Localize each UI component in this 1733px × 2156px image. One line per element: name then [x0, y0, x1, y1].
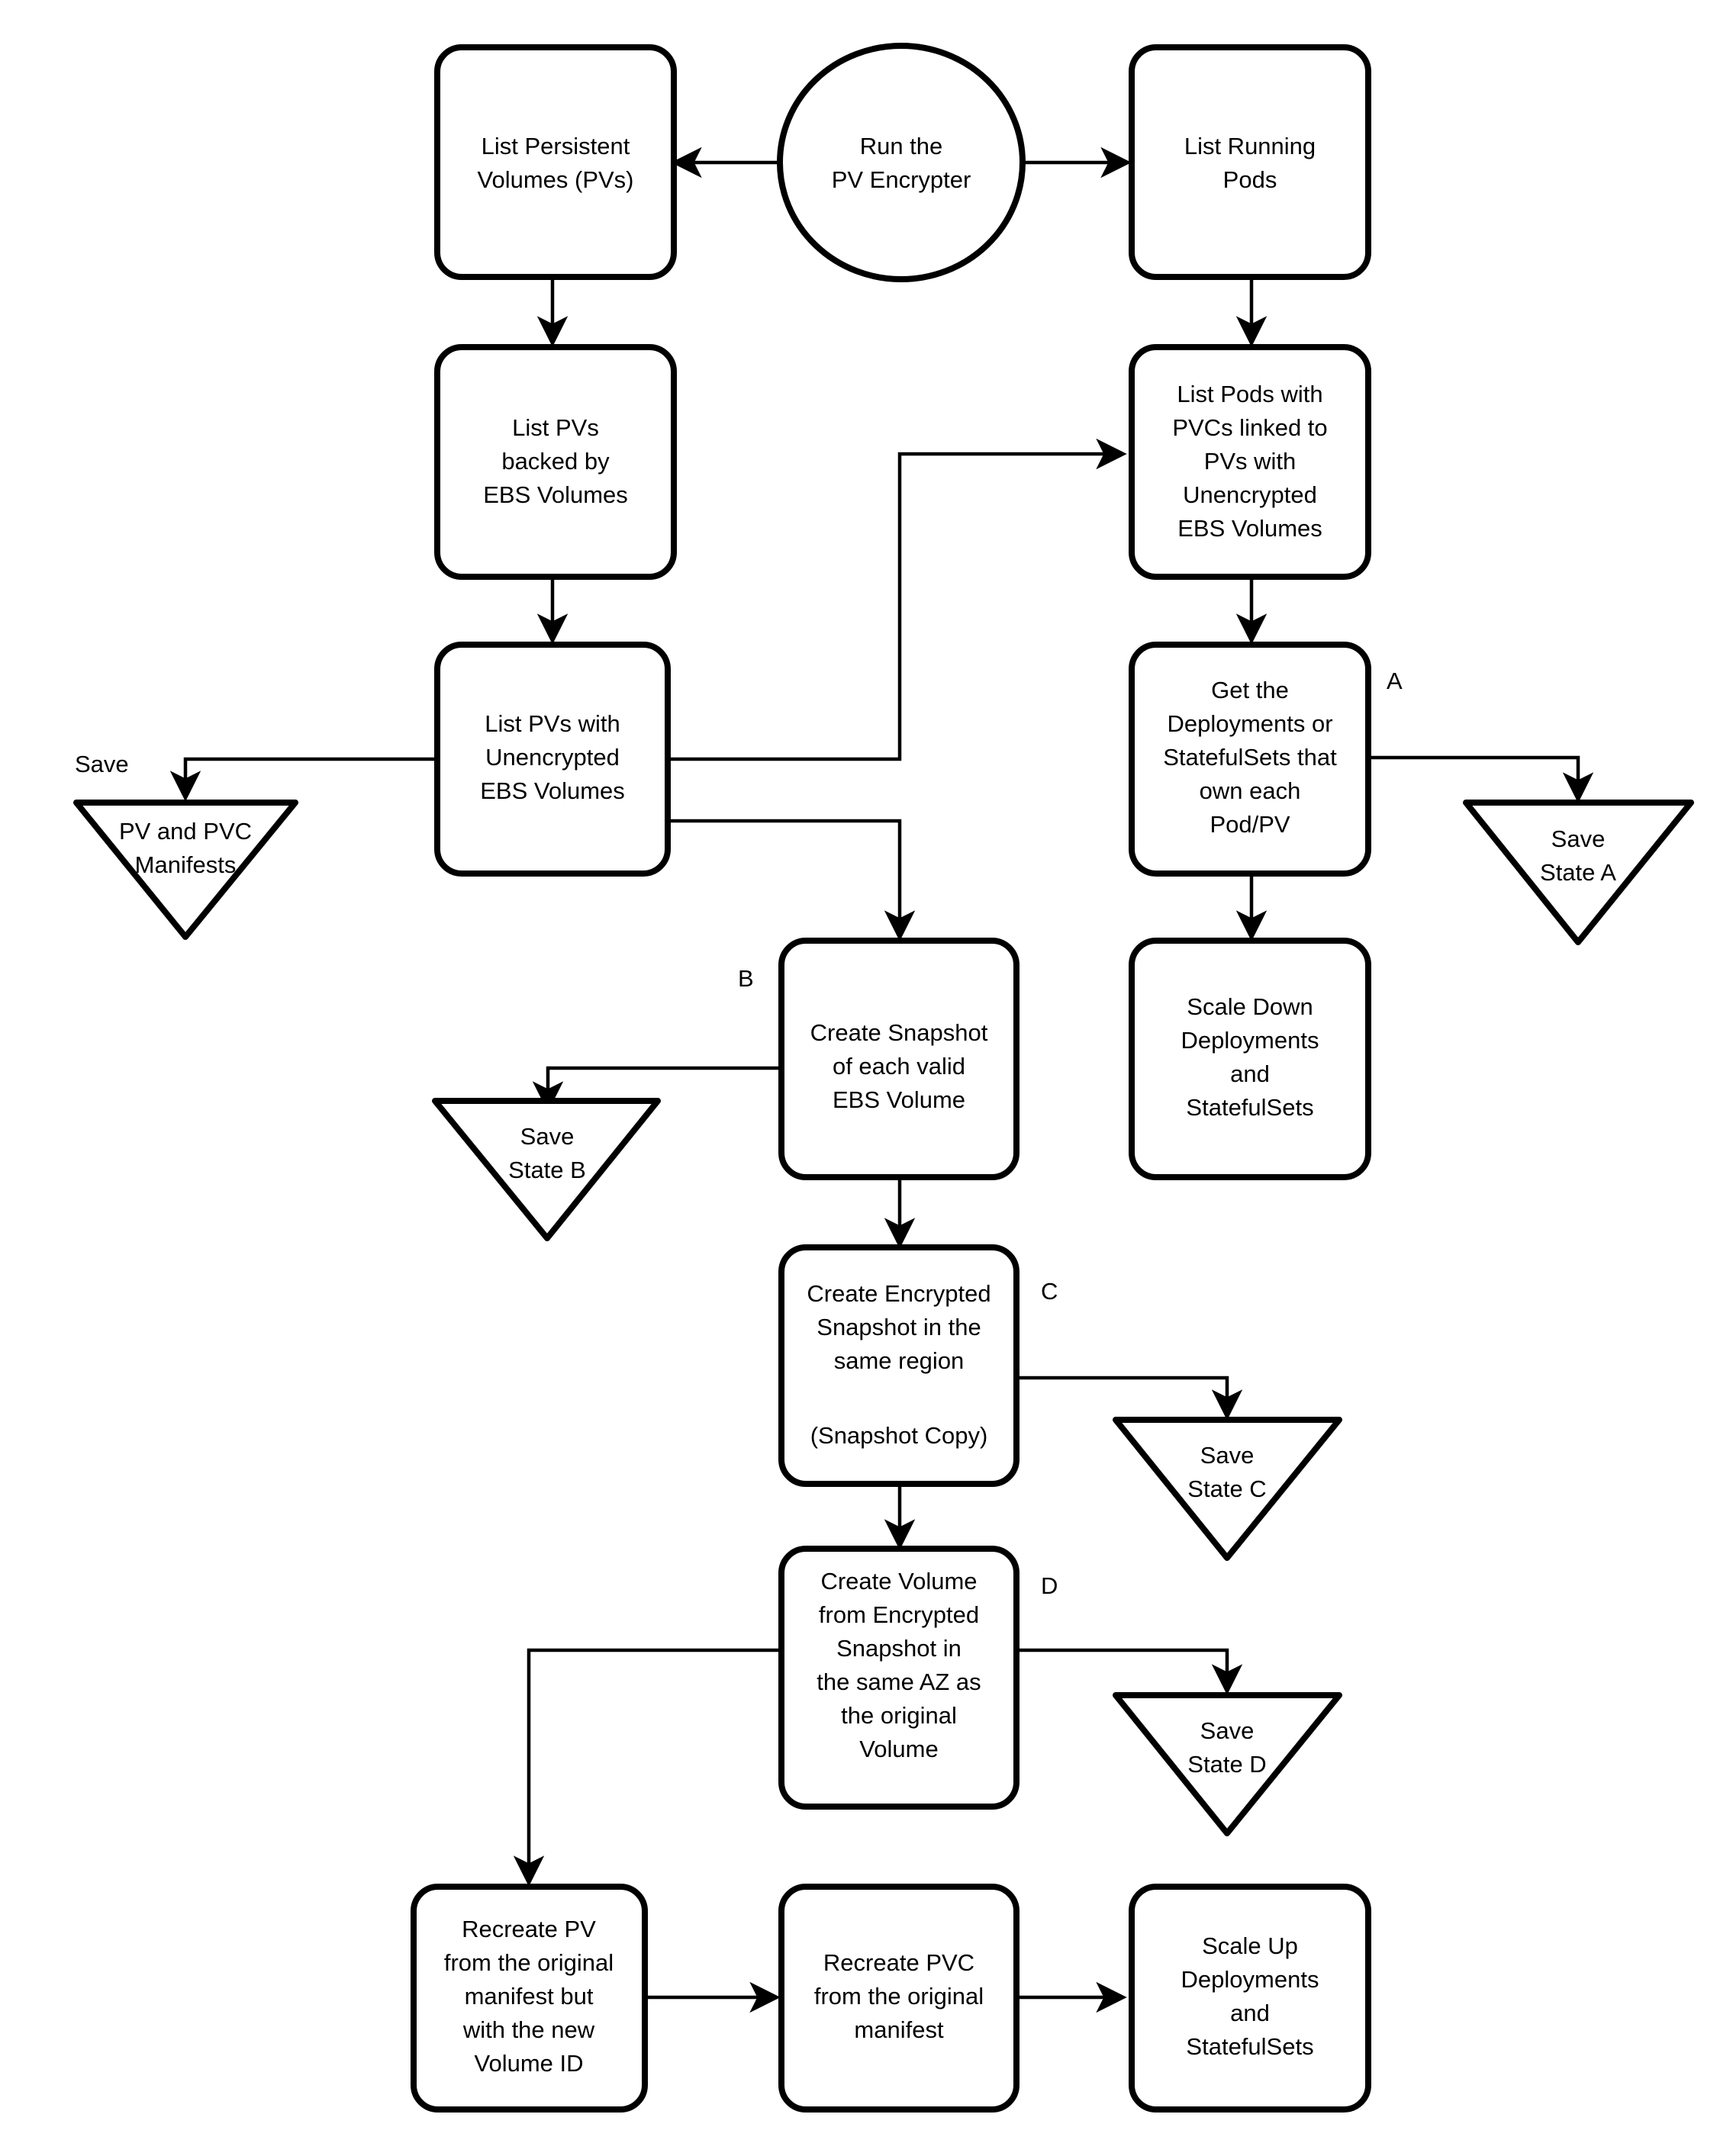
- edge-label-b: B: [738, 965, 754, 992]
- node-recreate-pv-line-1: from the original: [444, 1949, 614, 1976]
- node-save-state-c-line-1: State C: [1187, 1475, 1266, 1502]
- node-save-manifests-line-0: PV and PVC: [119, 818, 252, 845]
- node-list-pvs-line-0: List Persistent: [482, 133, 630, 159]
- edge-create-snapshot-to-save-state-b: [532, 1066, 780, 1112]
- node-pods-pvcs-line-4: EBS Volumes: [1177, 515, 1322, 542]
- node-get-owners-line-0: Get the: [1211, 677, 1289, 703]
- node-create-volume-line-3: the same AZ as: [817, 1668, 981, 1695]
- node-save-state-a-line-0: Save: [1551, 825, 1606, 852]
- node-save-state-c-line-0: Save: [1200, 1442, 1255, 1469]
- node-get-owners-line-2: StatefulSets that: [1163, 744, 1337, 771]
- node-list-pvs[interactable]: List Persistent Volumes (PVs): [434, 44, 677, 280]
- node-create-volume-line-2: Snapshot in: [836, 1635, 962, 1662]
- node-create-snapshot-line-1: of each valid: [833, 1053, 965, 1080]
- node-create-volume-line-4: the original: [841, 1702, 957, 1729]
- node-scale-down-line-1: Deployments: [1181, 1027, 1319, 1054]
- node-save-state-a[interactable]: Save State A: [1463, 800, 1694, 945]
- node-scale-down-line-3: StatefulSets: [1186, 1094, 1313, 1121]
- node-pvs-backed-by-ebs[interactable]: List PVs backed by EBS Volumes: [434, 344, 677, 580]
- node-create-snapshot-line-2: EBS Volume: [833, 1086, 965, 1113]
- node-save-state-d-line-1: State D: [1187, 1751, 1266, 1778]
- node-save-pv-pvc-manifests[interactable]: PV and PVC Manifests: [73, 800, 298, 940]
- node-pods-pvcs-line-1: PVCs linked to: [1172, 414, 1327, 441]
- node-create-volume-line-1: from Encrypted: [819, 1601, 979, 1628]
- node-start-line-1: PV Encrypter: [832, 166, 971, 193]
- node-pvs-ebs-line-0: List PVs: [512, 414, 599, 441]
- edge-label-a: A: [1387, 668, 1403, 694]
- node-list-pods-with-pvcs[interactable]: List Pods with PVCs linked to PVs with U…: [1129, 344, 1371, 580]
- node-pvs-ebs-line-1: backed by: [501, 448, 610, 475]
- node-save-state-c[interactable]: Save State C: [1113, 1417, 1342, 1561]
- node-list-pods-line-0: List Running: [1184, 133, 1316, 159]
- node-create-snapshot-line-0: Create Snapshot: [810, 1019, 988, 1046]
- edge-label-d: D: [1041, 1572, 1058, 1599]
- node-pods-pvcs-line-2: PVs with: [1204, 448, 1297, 475]
- node-scale-up-line-0: Scale Up: [1202, 1932, 1298, 1959]
- node-create-enc-line-0: Create Encrypted: [807, 1280, 991, 1307]
- node-pvs-ebs-line-2: EBS Volumes: [483, 481, 628, 508]
- node-save-state-b[interactable]: Save State B: [432, 1098, 661, 1241]
- node-pods-pvcs-line-3: Unencrypted: [1183, 481, 1317, 508]
- edge-label-c: C: [1041, 1278, 1058, 1305]
- node-get-owners-line-3: own each: [1200, 777, 1301, 804]
- node-create-enc-line-1: Snapshot in the: [817, 1314, 981, 1340]
- node-pods-pvcs-line-0: List Pods with: [1177, 381, 1322, 407]
- node-create-volume[interactable]: Create Volume from Encrypted Snapshot in…: [778, 1546, 1020, 1810]
- node-recreate-pvc[interactable]: Recreate PVC from the original manifest: [778, 1884, 1020, 2113]
- node-list-pods-line-1: Pods: [1223, 166, 1277, 193]
- node-recreate-pv-line-4: Volume ID: [474, 2050, 583, 2077]
- node-scale-down-line-2: and: [1230, 1060, 1270, 1087]
- node-recreate-pv-line-3: with the new: [462, 2016, 595, 2043]
- node-recreate-pv-line-0: Recreate PV: [462, 1916, 596, 1942]
- node-list-pvs-line-1: Volumes (PVs): [477, 166, 633, 193]
- node-start-line-0: Run the: [860, 133, 943, 159]
- node-save-state-a-line-1: State A: [1540, 859, 1616, 886]
- node-save-state-b-line-1: State B: [508, 1157, 586, 1183]
- edges-layer: [169, 146, 1594, 2013]
- node-create-volume-line-0: Create Volume: [820, 1568, 977, 1594]
- node-pvs-unenc-line-2: EBS Volumes: [480, 777, 625, 804]
- edge-create-enc-snapshot-to-save-state-c: [1017, 1376, 1243, 1421]
- node-recreate-pv-line-2: manifest but: [465, 1983, 594, 2010]
- node-list-pods[interactable]: List Running Pods: [1129, 44, 1371, 280]
- node-list-pvs-unencrypted[interactable]: List PVs with Unencrypted EBS Volumes: [434, 642, 671, 877]
- node-get-owners-line-4: Pod/PV: [1210, 811, 1290, 838]
- node-pvs-unenc-line-1: Unencrypted: [485, 744, 620, 771]
- edge-pvs-unenc-to-save-manifests: [169, 757, 437, 802]
- node-scale-up-line-2: and: [1230, 2000, 1270, 2026]
- node-scale-up-line-3: StatefulSets: [1186, 2033, 1313, 2060]
- node-save-state-d-line-0: Save: [1200, 1717, 1255, 1744]
- node-scale-up-line-1: Deployments: [1181, 1966, 1319, 1993]
- node-create-encrypted-snapshot[interactable]: Create Encrypted Snapshot in the same re…: [778, 1244, 1020, 1487]
- node-create-volume-line-5: Volume: [859, 1736, 938, 1762]
- node-recreate-pvc-line-0: Recreate PVC: [823, 1949, 974, 1976]
- node-save-state-b-line-0: Save: [520, 1123, 575, 1150]
- node-scale-down-line-0: Scale Down: [1187, 993, 1313, 1020]
- node-create-enc-line-2: same region: [834, 1347, 965, 1374]
- node-recreate-pvc-line-1: from the original: [814, 1983, 984, 2010]
- node-get-owners-line-1: Deployments or: [1167, 710, 1332, 737]
- edge-create-volume-to-save-state-d: [1017, 1648, 1243, 1695]
- node-recreate-pvc-line-2: manifest: [854, 2016, 944, 2043]
- edge-get-owners-to-save-state-a: [1367, 755, 1594, 803]
- node-create-snapshot[interactable]: Create Snapshot of each valid EBS Volume: [778, 938, 1020, 1180]
- edge-pvs-unenc-to-pods-pvcs: [668, 438, 1127, 761]
- edge-create-volume-to-recreate-pv: [513, 1648, 780, 1887]
- node-recreate-pv[interactable]: Recreate PV from the original manifest b…: [411, 1884, 648, 2113]
- node-save-manifests-line-1: Manifests: [135, 851, 237, 878]
- edge-pvs-unenc-to-create-snapshot: [668, 819, 916, 941]
- node-get-deployments-statefulsets[interactable]: Get the Deployments or StatefulSets that…: [1129, 642, 1371, 877]
- node-save-state-d[interactable]: Save State D: [1113, 1692, 1342, 1836]
- node-pvs-unenc-line-0: List PVs with: [485, 710, 620, 737]
- node-create-enc-line-4: (Snapshot Copy): [810, 1422, 988, 1449]
- node-start[interactable]: Run the PV Encrypter: [777, 43, 1026, 282]
- edge-label-save: Save: [75, 751, 129, 777]
- node-scale-down[interactable]: Scale Down Deployments and StatefulSets: [1129, 938, 1371, 1180]
- node-scale-up[interactable]: Scale Up Deployments and StatefulSets: [1129, 1884, 1371, 2113]
